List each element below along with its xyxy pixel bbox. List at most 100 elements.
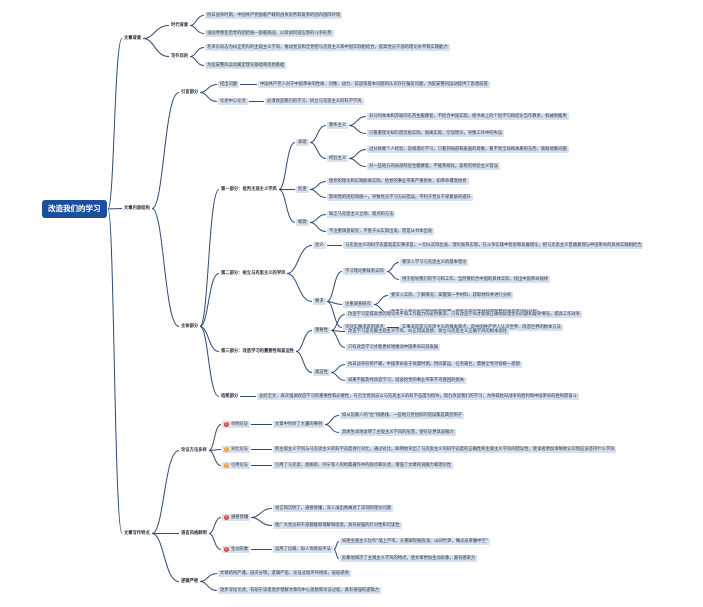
node-p1-phenomena[interactable]: 表现 — [296, 139, 309, 146]
node-feat-arg-example-1[interactable]: 如从前蒙人的"左"倾路线、一些地方党组织的错误都是典型例子 — [340, 412, 464, 419]
node-p2-definition-text[interactable]: 马克思主义的科学态度就是实事求是，一切从实际出发，理论联系实际，在斗争实践中检验… — [343, 242, 644, 249]
node-intro[interactable]: 引言部分 — [181, 90, 199, 95]
connector-line — [189, 15, 205, 26]
badge-one-icon: 1 — [224, 422, 229, 427]
node-feat-logic-1[interactable]: 文章结构严谨，层次分明，逻辑严密，论证过程环环相扣，层层递进 — [218, 570, 351, 577]
node-p2-req-b-1[interactable]: 要深入实际，了解情况，掌握第一手材料，获取材料并进行分析 — [389, 292, 514, 299]
node-content-structure[interactable]: 文章内容结构 — [124, 206, 150, 211]
node-p1-cause[interactable]: 根源 — [296, 219, 309, 226]
node-p1-harm-2[interactable]: 影响党的团结和统一，导致党员学习方向错误，不利于党员干部素质的提升 — [327, 194, 473, 201]
node-era-background[interactable]: 时代背景 — [171, 23, 189, 28]
node-p1-empiricism[interactable]: 经验主义 — [327, 155, 349, 162]
node-intro-core[interactable]: 论述中心论点 — [218, 98, 248, 105]
connector-line — [199, 273, 220, 327]
connector-line — [142, 38, 170, 57]
node-era-1[interactable]: 抗日战争时期，中国共产党面临严峻的战争形势和复杂的国内国际环境 — [205, 12, 343, 19]
node-feat-arguments[interactable]: 论证方法多样 — [181, 448, 207, 453]
connector-line — [309, 142, 327, 159]
node-p2-req-c-1[interactable]: 实事求是是马克思主义的根本观点，是中国共产党人认识世界、改造世界的根本方法 — [400, 324, 563, 331]
connector-line — [333, 549, 340, 559]
node-feat-arg-contrast-text[interactable]: 把主观主义学风与马克思主义的科学态度进行对比，通过对比，鲜明地突出了马克思主义的… — [273, 446, 617, 453]
node-p1-harm[interactable]: 危害 — [296, 186, 309, 193]
node-ending-text[interactable]: 总结全文，再次强调改造学习的重要性和必要性，号召全党同志以马克思主义的科学态度为… — [257, 393, 579, 400]
connector-line — [142, 25, 170, 39]
node-p2-definition[interactable]: 含义 — [313, 242, 326, 249]
connector-line — [348, 149, 367, 159]
connector-line — [309, 181, 327, 190]
connector-line — [286, 245, 313, 274]
node-p1-dogmatism-1[interactable]: 对马列本本和苏联的东西生搬硬套，不结合中国实际，把书本上的个别字句和结论当作教条… — [367, 113, 569, 120]
node-p3-urgency-1[interactable]: 抗日战争形势严峻，中国革命处于关键时期，时间紧迫、任务艰巨，需要全党尽快统一思想 — [346, 361, 522, 368]
node-p2-req-a[interactable]: 学习理论要联系实际 — [343, 268, 386, 275]
connector-line — [250, 508, 273, 518]
node-feat-lang-plain-2[interactable]: 使广大党员和干部都能够理解和接受，具有很强的针对性和可读性 — [273, 522, 402, 529]
node-p3-urgency[interactable]: 紧迫性 — [313, 369, 330, 376]
node-p1-cause-1[interactable]: 缺乏马克思主义立场、观点和方法 — [327, 211, 396, 218]
node-p2-req-a-2[interactable]: 用于指导我们的学习和工作，当然要结合中国的具体实际，找出中国革命规律 — [400, 276, 551, 283]
connector-line — [309, 125, 327, 143]
connector-line — [324, 415, 340, 425]
node-feat-arg-citation-text[interactable]: 引用了马克思、恩格斯、列宁等人的经典著作中的观点和论述，增强了文章的说服力和理论… — [273, 462, 454, 469]
connector-line — [330, 364, 346, 373]
node-part3[interactable]: 第三部分：改造学习的重要性和紧迫性 — [221, 349, 295, 354]
node-body[interactable]: 主体部分 — [181, 324, 199, 329]
node-era-2[interactable]: 张国焘叛变后党的团结统一面临挑战，以及如何适应新的斗争形势 — [205, 30, 334, 37]
node-feat-arg-example-text[interactable]: 文章中列举了大量的事例 — [273, 421, 325, 428]
node-feat-lang-vivid-1[interactable]: 如把主观主义比作"墙上芦苇，头重脚轻根底浅；山间竹笋，嘴尖皮厚腹中空" — [340, 538, 490, 545]
node-feat-arg-example-2[interactable]: 具体生动地说明了主观主义学风的危害，使论证更具说服力 — [340, 429, 456, 436]
node-p1-empiricism-2[interactable]: 对一些地方的局部经验生搬硬套，不能系统化，容易犯经验主义错误 — [367, 163, 500, 170]
node-intro-core-text[interactable]: 必须改造我们的学习，树立马克思主义的科学学风 — [265, 98, 364, 105]
connector-line — [189, 47, 205, 57]
node-p3-importance-1[interactable]: 改造学习是提高党的理论水平和工作能力的必然要求，只有改造学风才能够正确地处理党内… — [346, 311, 583, 318]
node-writing-features[interactable]: 文章写作特点 — [124, 531, 150, 536]
connector-line — [286, 273, 313, 302]
node-intro-thesis-text[interactable]: 中国共产党人对于中国革命的性质、对象、动力、前途等基本问题的认识存在偏差问题，为… — [258, 81, 490, 88]
connector-line — [333, 541, 340, 550]
node-intro-thesis[interactable]: 提出问题 — [218, 81, 240, 88]
node-p3-importance[interactable]: 重要性 — [313, 327, 330, 334]
node-p3-importance-2[interactable]: 改造学习是克服主观主义学风、纠正错误思想、树立马克思主义正确学风的根本途径 — [346, 328, 509, 335]
connector-line — [326, 271, 343, 302]
node-p2-req-b[interactable]: 注重调查研究 — [343, 301, 373, 308]
node-purpose[interactable]: 写作目的 — [171, 54, 189, 59]
node-p1-harm-1[interactable]: 使党的理论和实践脱离实际，给党的事业带来严重损失，如革命遭受挫折 — [327, 178, 469, 185]
feat-arg-contrast-label: 对比论证 — [231, 447, 249, 452]
connector-line — [278, 142, 296, 190]
node-p1-empiricism-1[interactable]: 过分依赖个人经验，忽视理论学习，只看到局部和表面的现象，看不到全局和本质的东西，… — [367, 146, 569, 153]
node-p2-req-a-1[interactable]: 要深入学习马克思主义的基本理论 — [400, 259, 469, 266]
node-part2[interactable]: 第二部分：树立马克思主义的学风 — [221, 271, 286, 276]
node-feat-lang-vivid-text[interactable]: 运用了比喻、拟人等修辞手法 — [273, 546, 333, 553]
node-feat-language[interactable]: 语言风格鲜明 — [181, 531, 207, 536]
node-p3-urgency-2[interactable]: 如果不能及时改造学习，就会给党的事业带来不可挽回的损失 — [346, 377, 467, 384]
node-purpose-1[interactable]: 毛泽东同志为纠正党内的主观主义学风，推动党员和全党把马克思主义和中国实际相结合，… — [205, 44, 450, 51]
connector-line — [107, 208, 123, 534]
node-p1-cause-2[interactable]: 不注重调查研究，不善于从实际出发，而是从书本出发 — [327, 228, 435, 235]
connector-line — [326, 301, 343, 328]
node-feat-lang-vivid-2[interactable]: 形象地揭示了主观主义学风的特点，使文章更加生动形象，富有感染力 — [340, 555, 478, 562]
node-p2-requirements[interactable]: 要求 — [313, 298, 326, 305]
node-p1-dogmatism[interactable]: 教条主义 — [327, 122, 349, 129]
node-p1-dogmatism-2[interactable]: 只看重理论知识而忽视实际，脱离实际，空谈理论，导致工作中的失误 — [367, 130, 505, 137]
node-p2-req-c[interactable]: 坚持实事求是的观点 — [343, 324, 386, 331]
connector-line — [151, 92, 180, 209]
connector-line — [309, 189, 327, 198]
node-feat-logic[interactable]: 逻辑严密 — [181, 579, 199, 584]
node-purpose-2[interactable]: 为延安整风运动奠定理论基础和思想基础 — [205, 62, 287, 69]
node-ending[interactable]: 结尾部分 — [221, 394, 239, 399]
node-feat-lang-plain-1[interactable]: 语言简洁明了，通俗易懂，深入浅出地阐述了深刻的理论问题 — [273, 505, 394, 512]
connector-line — [295, 330, 313, 352]
node-background[interactable]: 文章背景 — [124, 36, 142, 41]
connector-line — [199, 84, 218, 93]
node-p3-importance-3[interactable]: 只有改造学习才能更好地推动中国革命向前发展 — [346, 344, 441, 351]
node-feat-logic-2[interactable]: 逐步深化论述，有助于读者逐步理解文章的中心思想和论证过程，具有很强的逻辑力 — [218, 587, 381, 594]
root-node[interactable]: 改造我们的学习 — [42, 200, 107, 218]
node-part1[interactable]: 第一部分：批判主观主义学风 — [221, 187, 277, 192]
connector-line — [330, 372, 346, 381]
